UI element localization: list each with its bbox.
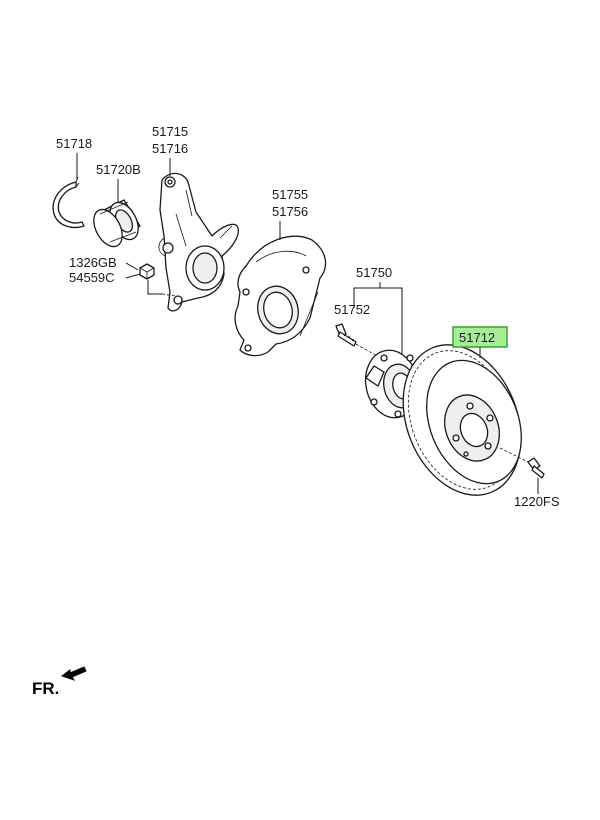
label-51716[interactable]: 51716 (152, 141, 188, 156)
knuckle-part[interactable] (158, 172, 239, 312)
label-1326GB[interactable]: 1326GB (69, 255, 117, 270)
leader-1326GB (125, 262, 139, 271)
label-51755[interactable]: 51755 (272, 187, 308, 202)
label-51750[interactable]: 51750 (356, 265, 392, 280)
front-direction-indicator: FR. (32, 666, 87, 698)
leader-54559C (125, 273, 162, 295)
nut-part[interactable] (139, 263, 155, 280)
label-51720B[interactable]: 51720B (96, 162, 141, 177)
label-51756[interactable]: 51756 (272, 204, 308, 219)
label-51715[interactable]: 51715 (152, 124, 188, 139)
label-51718[interactable]: 51718 (56, 136, 92, 151)
bearing-part[interactable] (88, 198, 144, 252)
front-arrow-icon (60, 666, 87, 681)
label-1220FS[interactable]: 1220FS (514, 494, 560, 509)
hub-bolt-part[interactable] (335, 323, 357, 347)
label-51712[interactable]: 51712 (459, 330, 495, 345)
disc-part[interactable] (382, 327, 542, 513)
direction-label: FR. (32, 679, 59, 698)
snap-ring-part[interactable] (52, 176, 85, 229)
label-51752[interactable]: 51752 (334, 302, 370, 317)
dust-cover-part[interactable] (234, 235, 327, 357)
leader-51750 (353, 282, 403, 354)
label-54559C[interactable]: 54559C (69, 270, 115, 285)
screw-part[interactable] (527, 457, 545, 479)
